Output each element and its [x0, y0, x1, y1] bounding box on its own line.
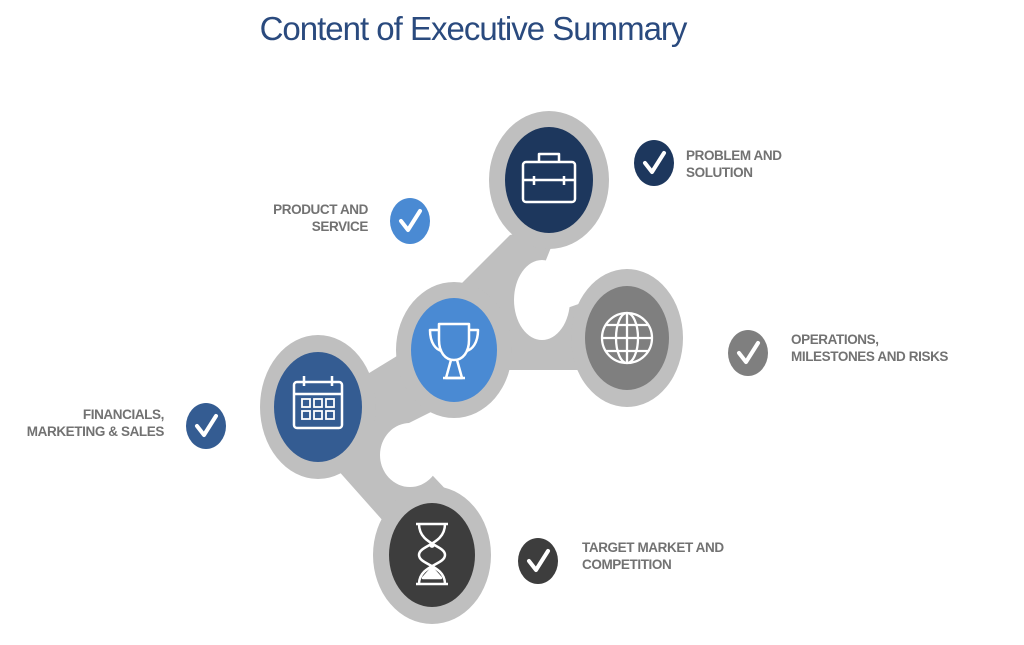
node-globe	[585, 286, 669, 390]
checkmark-icon	[737, 341, 760, 364]
trophy-icon	[428, 322, 480, 380]
check-badge-financials	[186, 403, 226, 449]
label-problem-and-solution: PROBLEM AND SOLUTION	[686, 148, 782, 180]
label-financials-marketing-sales: FINANCIALS, MARKETING & SALES	[26, 407, 165, 439]
checkmark-icon	[195, 414, 218, 437]
checkmark-icon	[399, 209, 422, 232]
node-hourglass	[389, 503, 475, 607]
label-operations-milestones-risks: OPERATIONS, MILESTONES AND RISKS	[791, 332, 949, 364]
globe-icon	[600, 311, 654, 365]
node-trophy	[411, 298, 497, 402]
check-badge-operations	[728, 330, 768, 376]
node-briefcase	[505, 127, 593, 233]
check-badge-product	[390, 198, 430, 244]
label-target-market-competition: TARGET MARKET AND COMPETITION	[582, 540, 724, 572]
checkmark-icon	[527, 549, 550, 572]
hourglass-icon	[416, 522, 448, 586]
calendar-icon	[292, 376, 344, 430]
briefcase-icon	[521, 152, 577, 204]
check-badge-target	[518, 538, 558, 584]
label-product-and-service: PRODUCT AND SERVICE	[273, 202, 368, 234]
checkmark-icon	[643, 151, 666, 174]
node-calendar	[274, 352, 362, 462]
check-badge-problem	[634, 140, 674, 186]
page-title: Content of Executive Summary	[259, 10, 688, 47]
